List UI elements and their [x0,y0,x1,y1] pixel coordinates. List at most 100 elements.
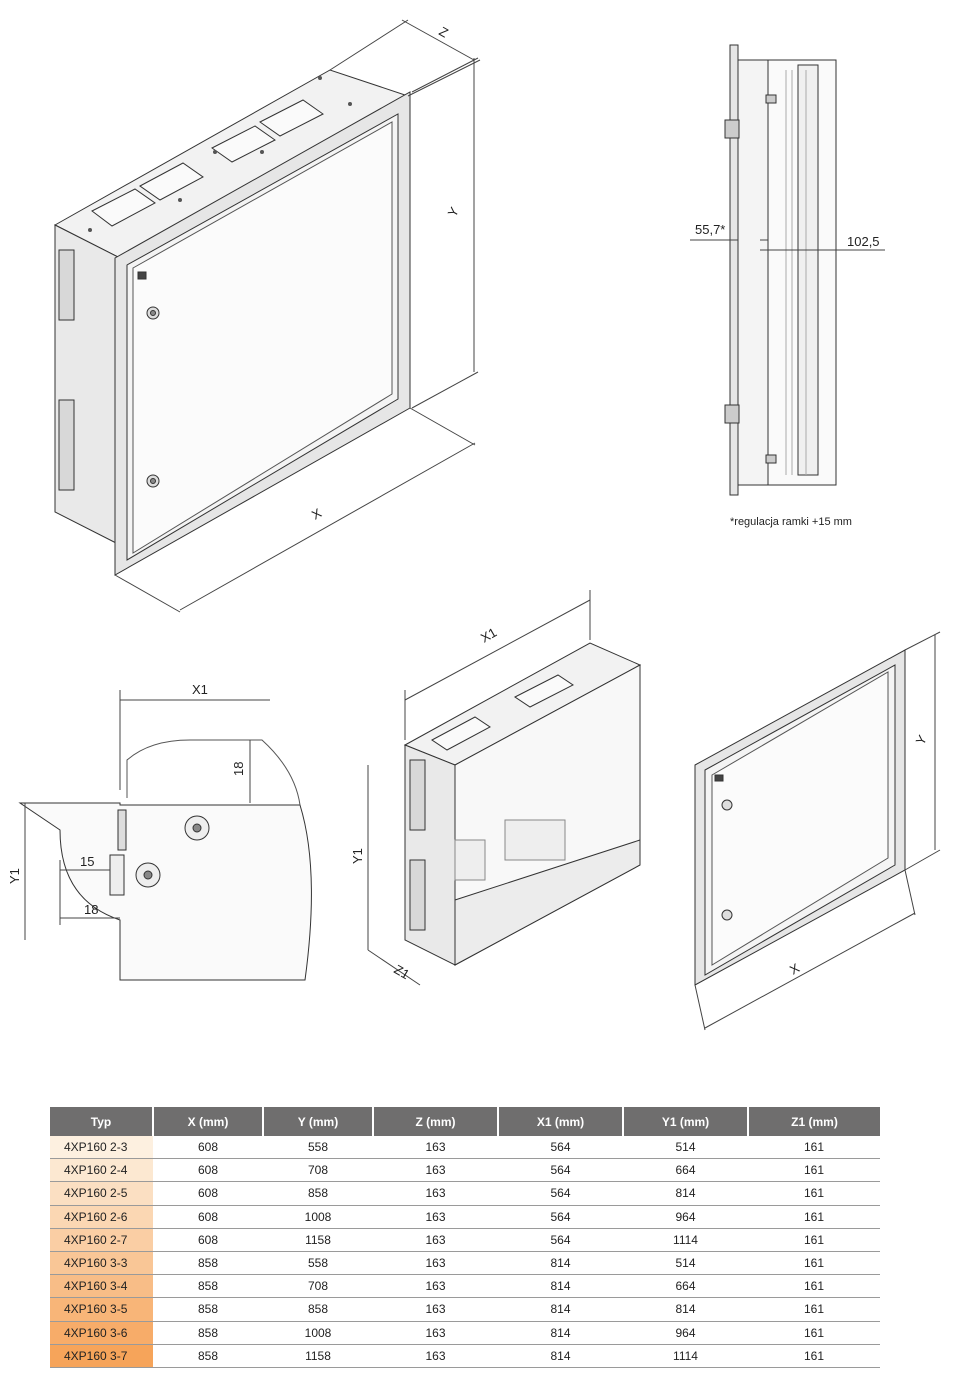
table-cell: 858 [263,1297,373,1322]
door-isometric-view [694,631,941,1031]
table-header-cell: X1 (mm) [498,1107,624,1136]
table-cell: 608 [153,1205,263,1229]
table-cell: 163 [373,1274,498,1299]
type-cell: 4XP160 2-4 [50,1158,153,1183]
table-cell: 814 [498,1251,623,1276]
frame-dim-z1: Z1 [392,962,413,983]
table-cell: 163 [373,1321,498,1345]
side-elevation-view [690,44,885,496]
table-cell: 608 [153,1158,263,1183]
type-cell: 4XP160 2-7 [50,1228,153,1252]
table-cell: 161 [748,1344,880,1368]
table-header-cell: X (mm) [153,1107,264,1136]
detail-dim-15: 15 [80,854,94,869]
table-cell: 1158 [263,1228,373,1252]
table-cell: 814 [498,1297,623,1322]
door-dim-x: X [787,960,802,977]
table-cell: 608 [153,1136,263,1160]
table-cell: 161 [748,1158,880,1183]
table-cell: 558 [263,1251,373,1276]
table-cell: 664 [623,1158,748,1183]
front-dim-z: Z [437,24,451,41]
table-cell: 1114 [623,1344,748,1368]
type-cell: 4XP160 3-5 [50,1297,153,1322]
detail-dim-x1: X1 [192,682,208,697]
detail-view [18,690,312,981]
table-cell: 664 [623,1274,748,1299]
table-cell: 161 [748,1181,880,1206]
table-cell: 163 [373,1297,498,1322]
side-footnote: *regulacja ramki +15 mm [730,516,852,528]
table-cell: 161 [748,1136,880,1160]
table-cell: 814 [498,1321,623,1345]
front-isometric-view [53,19,481,613]
table-cell: 858 [263,1181,373,1206]
table-cell: 1008 [263,1205,373,1229]
table-cell: 608 [153,1181,263,1206]
table-cell: 161 [748,1251,880,1276]
table-cell: 564 [498,1136,623,1160]
table-cell: 708 [263,1158,373,1183]
table-cell: 514 [623,1136,748,1160]
door-dim-y: Y [913,732,930,747]
table-cell: 858 [153,1344,263,1368]
table-cell: 858 [153,1274,263,1299]
table-cell: 814 [623,1297,748,1322]
table-cell: 858 [153,1251,263,1276]
frame-dim-y1: Y1 [350,848,365,864]
table-cell: 608 [153,1228,263,1252]
table-cell: 161 [748,1321,880,1345]
table-cell: 1008 [263,1321,373,1345]
frame-isometric-view [367,590,642,986]
table-cell: 564 [498,1181,623,1206]
table-cell: 161 [748,1297,880,1322]
table-cell: 814 [498,1344,623,1368]
type-cell: 4XP160 2-3 [50,1136,153,1160]
table-cell: 163 [373,1136,498,1160]
table-cell: 1158 [263,1344,373,1368]
type-cell: 4XP160 3-4 [50,1274,153,1299]
table-cell: 161 [748,1205,880,1229]
table-header-cell: Z1 (mm) [748,1107,880,1136]
table-cell: 163 [373,1181,498,1206]
table-cell: 564 [498,1158,623,1183]
table-cell: 564 [498,1228,623,1252]
table-cell: 1114 [623,1228,748,1252]
table-cell: 163 [373,1205,498,1229]
frame-dim-x1: X1 [478,625,499,646]
table-cell: 161 [748,1228,880,1252]
front-dim-x: X [309,505,324,522]
detail-dim-18-vertical: 18 [231,762,246,776]
table-cell: 708 [263,1274,373,1299]
table-header-cell: Y (mm) [263,1107,374,1136]
front-dim-y: Y [445,204,462,219]
side-dim-55-7: 55,7* [695,222,725,237]
type-cell: 4XP160 3-6 [50,1321,153,1345]
table-header-cell: Z (mm) [373,1107,499,1136]
type-cell: 4XP160 2-6 [50,1205,153,1229]
type-cell: 4XP160 2-5 [50,1181,153,1206]
table-cell: 964 [623,1205,748,1229]
table-cell: 858 [153,1297,263,1322]
table-cell: 514 [623,1251,748,1276]
table-cell: 858 [153,1321,263,1345]
table-header-cell: Typ [50,1107,154,1136]
table-cell: 161 [748,1274,880,1299]
table-cell: 163 [373,1251,498,1276]
technical-drawing: Z Y X 55,7* 102,5 *regulacja ramki +15 m… [7,19,941,1031]
table-cell: 564 [498,1205,623,1229]
side-dim-102-5: 102,5 [847,234,880,249]
